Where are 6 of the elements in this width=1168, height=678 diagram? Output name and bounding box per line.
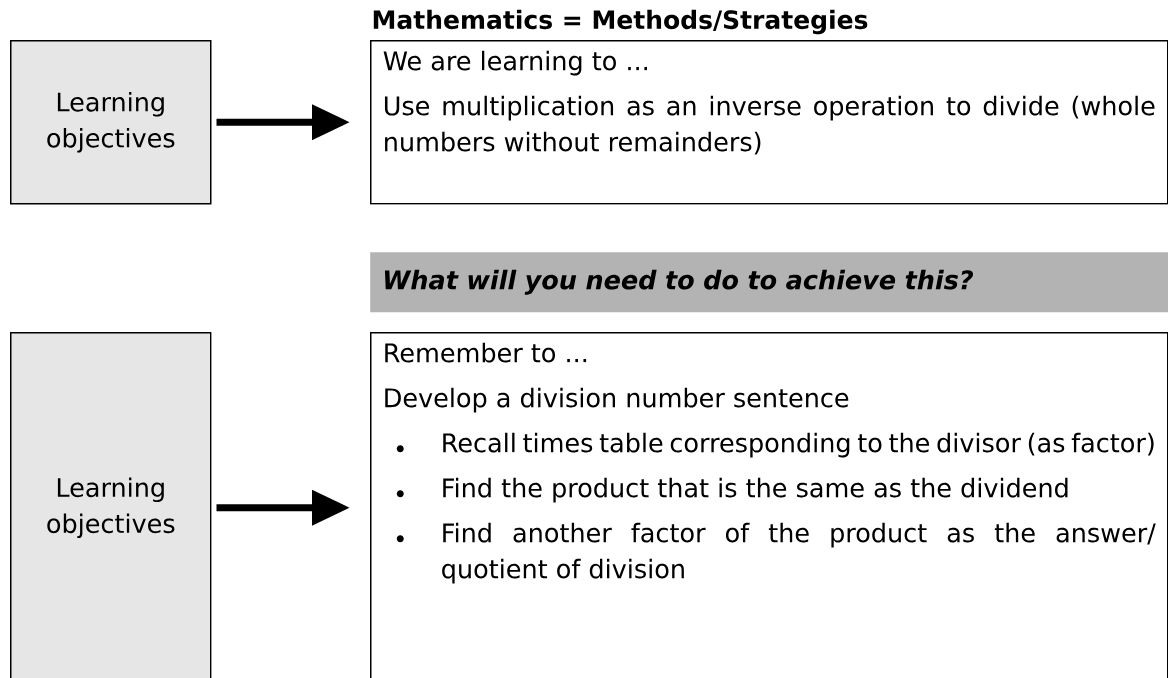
text-panel: We are learning to ... Use multiplication as an inverse operation to divide (whole numbers without remainders) [370,40,1168,205]
label-box: Learning objectives [10,332,212,678]
title: Mathematics = Methods/Strategies [373,9,868,35]
question-band: What will you need to do to achieve this? [370,252,1168,313]
label-box: Learning objectives [10,40,212,205]
text-panel: Remember to ... Develop a division number sentence Recall times table corresponding to the divisor (as factor) Find the product that is the same as the dividend Find another factor of the product as the answer/ quotient of division [370,332,1168,678]
